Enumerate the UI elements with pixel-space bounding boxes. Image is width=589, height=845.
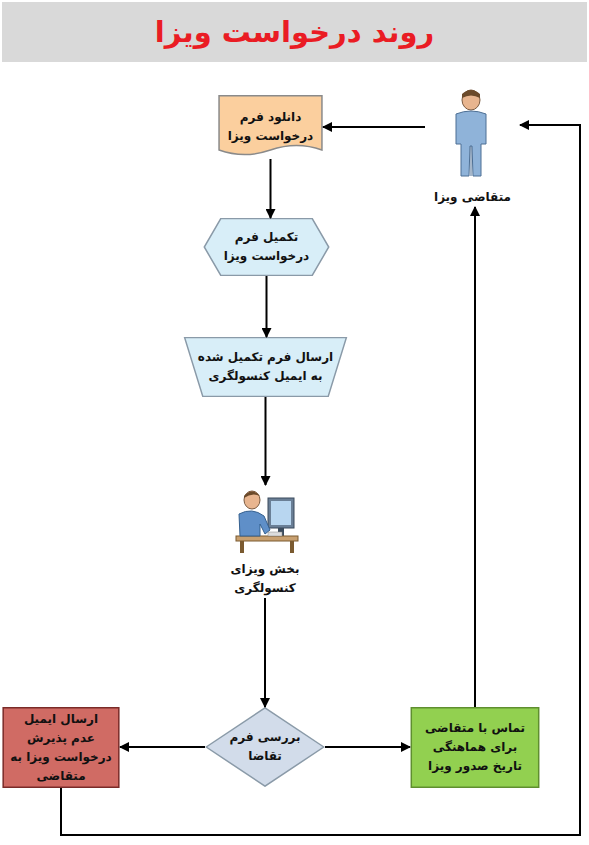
flow-arrow <box>325 746 410 748</box>
person-icon <box>450 88 492 180</box>
flow-arrow <box>265 397 267 485</box>
flow-arrow <box>120 746 205 748</box>
node-label: بخش ویزای کنسولگری <box>190 560 340 598</box>
node-label: دانلود فرم درخواست ویزا <box>218 108 323 146</box>
reject-box: ارسال ایمیل عدم پذیرش درخواست ویزا به مت… <box>2 707 120 788</box>
outline-path <box>204 219 328 276</box>
process-hexagon: تکمیل فرم درخواست ویزا <box>203 218 330 276</box>
node-label: متقاضی ویزا <box>426 188 519 207</box>
node-label: تکمیل فرم درخواست ویزا <box>203 228 330 266</box>
outline-path <box>185 338 347 397</box>
accept-box: تماس با متقاضی برای هماهنگی تاریخ صدور و… <box>410 707 540 788</box>
flow-arrow <box>61 125 580 835</box>
flow-arrow <box>266 276 268 337</box>
flow-arrow <box>270 159 272 218</box>
decision-diamond: بررسی فرم تقاضا <box>205 707 325 787</box>
node-outline <box>205 707 325 787</box>
flow-arrow <box>323 126 425 128</box>
actor-node: متقاضی ویزا <box>425 85 520 207</box>
diagram-title: روند درخواست ویزا <box>2 2 587 62</box>
node-outline <box>203 218 330 276</box>
node-label: ارسال ایمیل عدم پذیرش درخواست ویزا به مت… <box>2 710 120 786</box>
node-outline <box>218 95 323 159</box>
actor-node: بخش ویزای کنسولگری <box>190 485 340 598</box>
node-outline <box>183 337 348 397</box>
document-box: دانلود فرم درخواست ویزا <box>218 95 323 159</box>
node-label: بررسی فرم تقاضا <box>205 728 325 766</box>
node-label: تماس با متقاضی برای هماهنگی تاریخ صدور و… <box>410 719 540 776</box>
manual-operation: ارسال فرم تکمیل شده به ایمیل کنسولگری <box>183 337 348 397</box>
operator-icon <box>232 488 300 554</box>
flow-arrow <box>474 207 476 707</box>
flow-arrow <box>264 598 266 707</box>
outline-path <box>219 96 322 155</box>
node-label: ارسال فرم تکمیل شده به ایمیل کنسولگری <box>183 348 348 386</box>
outline-path <box>206 708 324 786</box>
